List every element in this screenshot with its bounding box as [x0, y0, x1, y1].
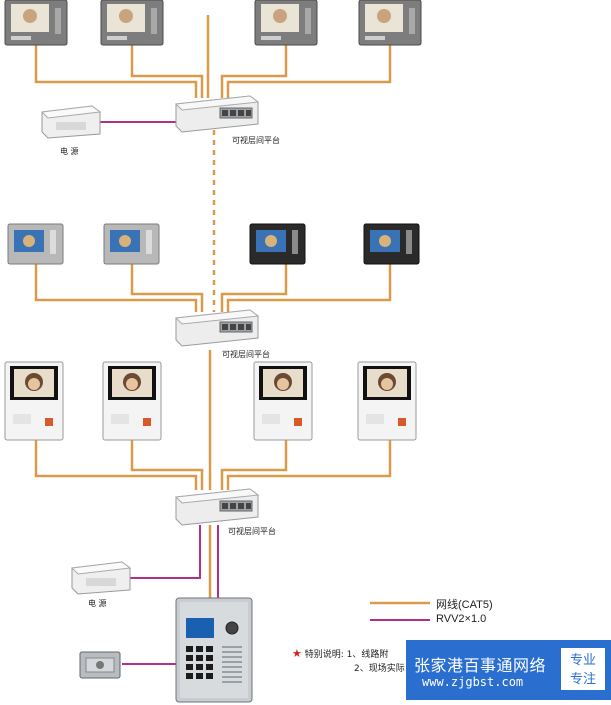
monitor-7: [249, 223, 306, 265]
cable-monitor-5: [34, 264, 198, 312]
monitor-group-top: [4, 0, 422, 46]
power-label-top: 电 源: [60, 147, 79, 156]
monitor-5: [7, 223, 64, 265]
special-note: ★ 特别说明: 1、线路附: [292, 647, 388, 660]
watermark-banner: 张家港百事通网络 www.zjgbst.com 专业 专注: [406, 640, 611, 700]
platform-switch-top: [174, 95, 260, 133]
monitor-group-middle: [7, 223, 420, 265]
platform-label-top: 可视层间平台: [232, 136, 280, 145]
monitor-8: [363, 223, 420, 265]
cable-monitor-7: [220, 264, 288, 312]
watermark-url: www.zjgbst.com: [422, 675, 524, 689]
special-note-line1: 1、线路附: [346, 650, 389, 660]
power-supply-top: [40, 105, 102, 139]
cable-monitor-3: [220, 45, 288, 98]
legend-network-text: 网线(CAT5): [436, 599, 493, 611]
electric-lock: [79, 651, 121, 679]
platform-switch-bottom: [174, 488, 260, 526]
monitor-1: [4, 0, 68, 46]
platform-label-bottom: 可视层间平台: [228, 527, 276, 536]
monitor-10: [102, 361, 162, 441]
network-cables: [34, 15, 392, 600]
monitor-11: [253, 361, 313, 441]
power-label-bottom: 电 源: [88, 599, 107, 608]
cable-monitor-11: [220, 440, 288, 490]
platform-label-middle: 可视层间平台: [222, 350, 270, 359]
star-icon: ★: [292, 647, 302, 660]
watermark-slogan: 专业 专注: [561, 648, 605, 690]
monitor-3: [254, 0, 318, 46]
cable-monitor-4: [226, 45, 392, 98]
cable-monitor-9: [34, 440, 198, 490]
watermark-slogan-line2: 专注: [569, 672, 596, 687]
monitor-2: [100, 0, 164, 46]
door-station: [175, 597, 253, 703]
watermark-name: 张家港百事通网络: [414, 656, 547, 675]
monitor-4: [358, 0, 422, 46]
monitor-9: [4, 361, 64, 441]
cable-monitor-8: [226, 264, 392, 312]
special-note-line2: 2、现场实际: [354, 664, 405, 674]
platform-switch-middle: [174, 309, 260, 347]
cable-monitor-12: [226, 440, 392, 490]
monitor-12: [357, 361, 417, 441]
cable-monitor-10: [130, 440, 204, 490]
power-supply-bottom: [70, 561, 132, 595]
cable-monitor-2: [130, 45, 204, 98]
rvv-cables: [98, 121, 219, 665]
monitor-6: [103, 223, 160, 265]
watermark-slogan-line1: 专业: [569, 653, 596, 668]
cable-monitor-6: [130, 264, 204, 312]
rvv-power-bottom: [125, 525, 201, 579]
cable-monitor-1: [34, 45, 198, 98]
legend-rvv-text: RVV2×1.0: [436, 613, 487, 625]
special-note-title: 特别说明:: [304, 650, 344, 660]
monitor-group-bottom: [4, 361, 417, 441]
